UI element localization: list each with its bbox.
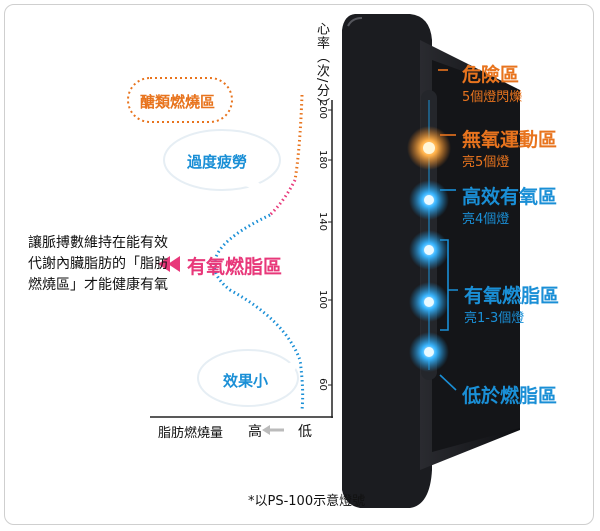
- zone-fatburn-sub: 亮1-3個燈: [464, 311, 525, 326]
- cloud-fatigue-label: 過度疲勞: [187, 153, 248, 171]
- tick-180: 180: [317, 149, 329, 170]
- explanation-note: 讓脈搏數維持在能有效代謝內臟脂肪的「脂肪燃燒區」才能健康有氧: [28, 235, 168, 293]
- cloud-effect: [197, 349, 302, 407]
- footer-note: *以PS-100示意燈號: [248, 494, 366, 509]
- zone-danger-sub: 5個燈閃爍: [462, 90, 523, 105]
- curve-pink: [268, 179, 297, 217]
- x-axis-label: 脂肪燃燒量: [158, 426, 224, 441]
- curve-blue: [212, 213, 305, 411]
- image-frame: [4, 4, 594, 525]
- axis-ticks: [328, 109, 332, 386]
- cloud-sugar: [127, 77, 233, 123]
- led-strip: [407, 90, 451, 380]
- x-axis-high: 高: [248, 424, 262, 440]
- arrow-left-icon: [262, 425, 284, 435]
- aerobic-label: 有氧燃脂區: [187, 256, 283, 278]
- x-axis-low: 低: [298, 424, 312, 440]
- y-axis-title: 心率（次/分）: [314, 22, 329, 112]
- cloud-sugar-label: 醣類燃燒區: [140, 93, 216, 111]
- zone-fatburn-title: 有氧燃脂區: [464, 285, 560, 307]
- zone-brackets: [438, 69, 458, 391]
- cloud-effect-label: 效果小: [223, 372, 269, 390]
- pointer-chevrons-icon: [158, 256, 180, 272]
- curve-orange: [293, 94, 304, 181]
- zone-anaerobic-title: 無氧運動區: [462, 129, 558, 151]
- zone-anaerobic-sub: 亮5個燈: [462, 155, 510, 170]
- tick-60: 60: [316, 378, 328, 391]
- tick-200: 200: [317, 99, 329, 120]
- cloud-fatigue: [163, 129, 281, 196]
- tick-100: 100: [317, 289, 329, 310]
- zone-high-aerobic-title: 高效有氧區: [462, 186, 558, 208]
- zone-high-aerobic-sub: 亮4個燈: [462, 212, 510, 227]
- zone-danger-title: 危險區: [462, 64, 520, 86]
- zone-below-title: 低於燃脂區: [462, 385, 558, 407]
- tick-140: 140: [317, 211, 329, 232]
- chart-axes: [150, 100, 333, 418]
